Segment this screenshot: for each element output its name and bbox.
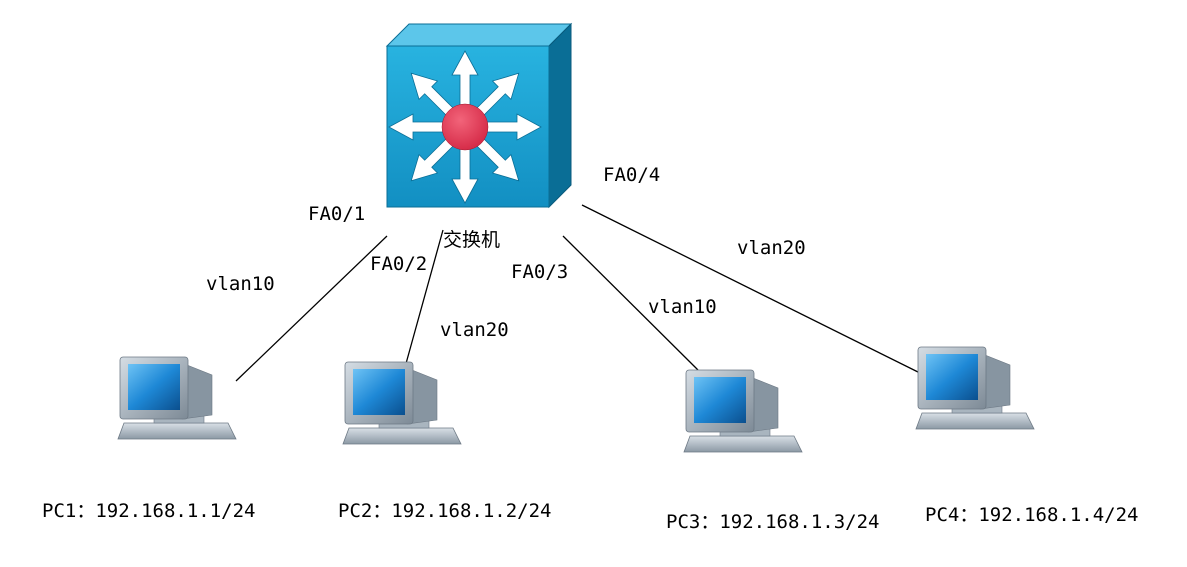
switch-arrow (451, 50, 479, 110)
vlan-label-pc4: vlan20 (737, 237, 806, 259)
switch-label: 交换机 (443, 229, 501, 251)
link-line-fa0-1 (235, 235, 388, 382)
vlan-label-pc3: vlan10 (648, 296, 717, 318)
port-label-fa0-1: FA0/1 (308, 203, 366, 225)
switch-hub (441, 103, 489, 151)
pc-icon-2 (342, 361, 462, 445)
link-line-fa0-4 (581, 204, 923, 375)
vlan-label-pc1: vlan10 (206, 273, 275, 295)
connection-lines (235, 204, 923, 382)
switch-arrow (410, 72, 457, 119)
pc-icon-1 (117, 356, 237, 440)
switch-arrow (410, 135, 457, 182)
port-label-fa0-2: FA0/2 (370, 253, 428, 275)
port-label-fa0-3: FA0/3 (511, 261, 569, 283)
pc-icon-4 (915, 346, 1035, 430)
pc2-address-label: PC2：192.168.1.2/24 (338, 500, 552, 522)
switch-arrow (473, 135, 520, 182)
pc3-address-label: PC3：192.168.1.3/24 (666, 511, 880, 533)
switch-side-face (548, 22, 572, 209)
switch-arrow (451, 144, 479, 204)
switch-arrow (388, 113, 448, 141)
link-line-fa0-2 (401, 229, 444, 379)
pc4-address-label: PC4：192.168.1.4/24 (925, 504, 1139, 526)
pc-icon-3 (683, 369, 803, 453)
port-label-fa0-4: FA0/4 (603, 164, 661, 186)
link-line-fa0-3 (562, 235, 699, 371)
vlan-label-pc2: vlan20 (440, 319, 509, 341)
switch-arrows (388, 50, 542, 204)
switch-arrow (482, 113, 542, 141)
switch-top-face (385, 23, 573, 47)
switch-arrow (473, 72, 520, 119)
pc1-address-label: PC1：192.168.1.1/24 (42, 500, 256, 522)
switch-icon (385, 22, 573, 209)
